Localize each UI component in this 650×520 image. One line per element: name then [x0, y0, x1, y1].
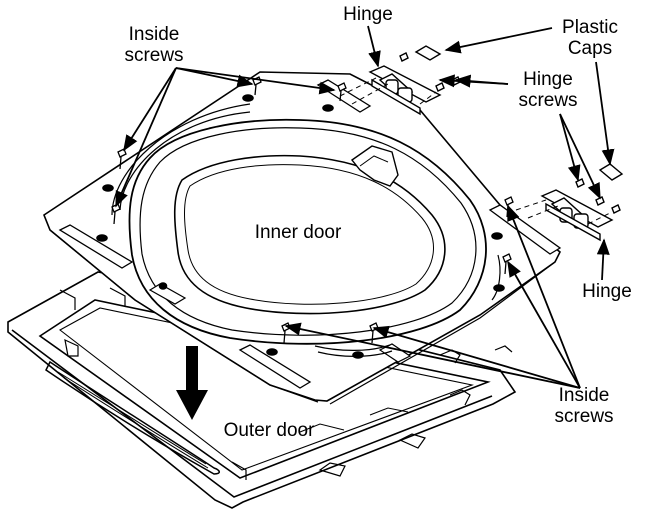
callout-lines	[115, 25, 615, 389]
label-line: Hinge	[343, 4, 393, 25]
label-outer-door: Outer door	[205, 420, 333, 441]
inner-door-gasket	[128, 118, 487, 345]
outer-door	[7, 271, 517, 509]
outer-door-handle	[45, 360, 220, 475]
label-line: Caps	[567, 38, 613, 59]
label-inside-screws-top-left: Inside screws	[104, 24, 204, 66]
label-line: Inner door	[254, 222, 342, 243]
label-line: Outer door	[223, 420, 315, 441]
hinge-alignment-lines	[339, 77, 613, 225]
label-line: Inside	[558, 385, 610, 406]
inner-door-grip	[350, 145, 399, 187]
label-hinge-right: Hinge	[574, 281, 640, 302]
label-line: Plastic	[562, 17, 618, 38]
label-line: screws	[554, 406, 614, 427]
label-plastic-caps: Plastic Caps	[540, 17, 640, 59]
inside-screws	[111, 76, 514, 344]
label-inner-door: Inner door	[236, 222, 360, 243]
label-line: Inside	[128, 24, 180, 45]
inner-door	[43, 71, 562, 405]
down-arrow-icon	[176, 346, 208, 420]
label-hinge-screws: Hinge screws	[498, 69, 598, 111]
label-line: screws	[124, 45, 184, 66]
hinge-right-part	[540, 163, 624, 242]
label-hinge-top: Hinge	[333, 4, 403, 25]
label-inside-screws-bottom-right: Inside screws	[534, 385, 634, 427]
hinge-top-part	[368, 45, 461, 116]
label-line: Hinge	[582, 281, 632, 302]
label-line: Hinge	[523, 69, 573, 90]
label-line: screws	[518, 90, 578, 111]
